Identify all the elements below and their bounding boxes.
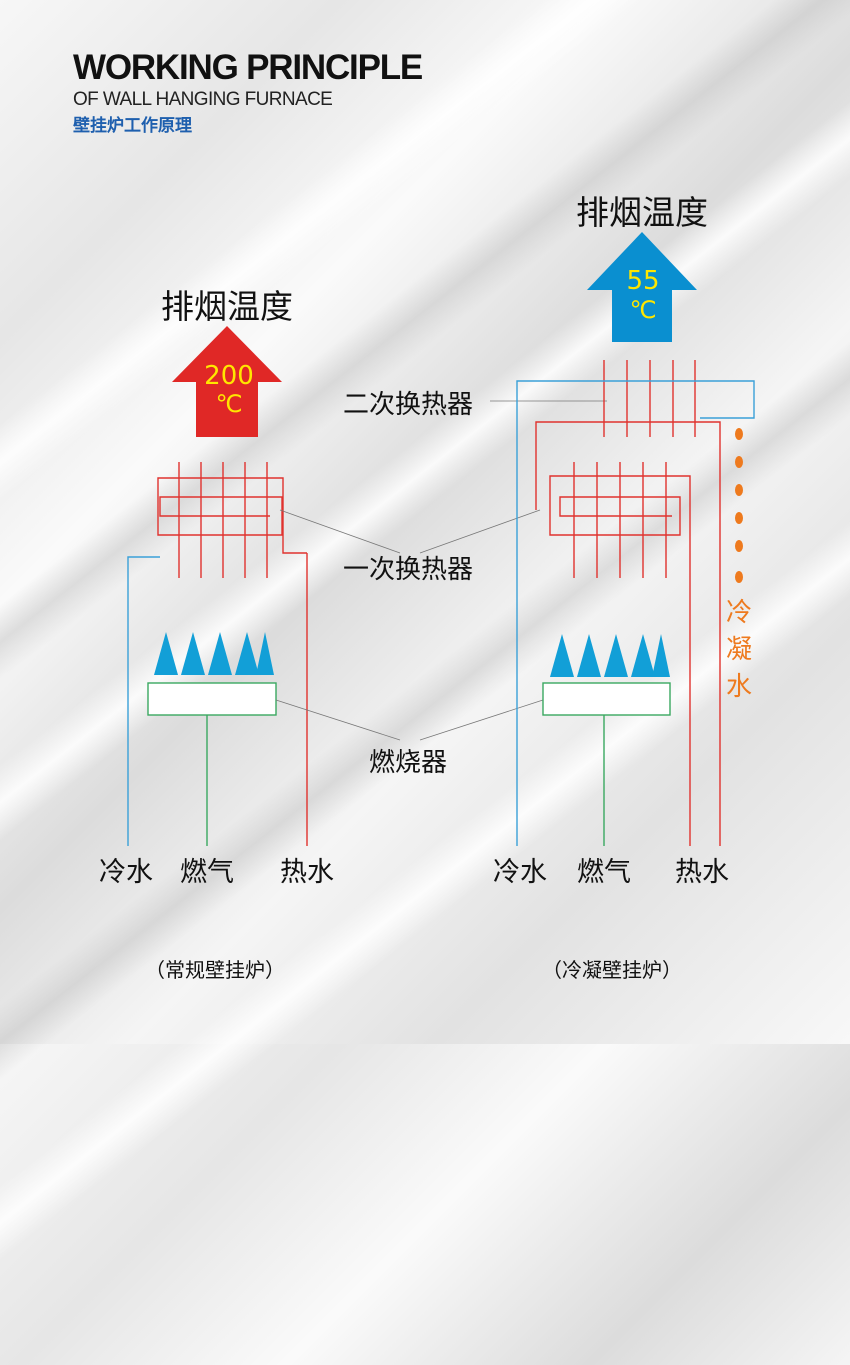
- flame-icon: [652, 634, 670, 677]
- flame-icon: [235, 632, 259, 675]
- right-cold-water-label: 冷水: [493, 857, 547, 888]
- page-title-cn: 壁挂炉工作原理: [73, 116, 192, 136]
- left-burner: [147, 632, 277, 716]
- right-exhaust-label: 排烟温度: [576, 193, 708, 232]
- condensate-label-2: 凝: [726, 635, 752, 665]
- left-exhaust-arrow: [172, 326, 282, 437]
- right-burner: [542, 634, 671, 716]
- flame-icon: [550, 634, 574, 677]
- page-title: WORKING PRINCIPLE: [73, 48, 423, 87]
- flame-icon: [256, 632, 274, 675]
- page-subtitle: OF WALL HANGING FURNACE: [73, 89, 333, 110]
- right-exhaust-arrow: [587, 232, 697, 342]
- left-hot-water-label: 热水: [280, 857, 334, 888]
- primary-leader-line-right: [419, 509, 541, 554]
- right-temp-unit: ℃: [630, 296, 657, 324]
- left-cold-water-label: 冷水: [99, 857, 153, 888]
- flame-icon: [577, 634, 601, 677]
- right-primary-heat-exchanger: [535, 421, 721, 846]
- condensate-drops: [735, 428, 743, 583]
- burner-label: 燃烧器: [369, 748, 447, 778]
- right-cold-water-pipe: [516, 380, 755, 846]
- left-caption: （常规壁挂炉）: [145, 958, 285, 982]
- left-cold-water-pipe: [127, 556, 160, 846]
- burner-leader-line-right: [419, 699, 544, 741]
- flame-icon: [208, 632, 232, 675]
- condensate-label-3: 水: [726, 672, 752, 702]
- burner-box: [542, 682, 671, 716]
- secondary-exchanger-label: 二次换热器: [343, 390, 473, 420]
- left-temp-unit: ℃: [216, 390, 243, 418]
- primary-leader-line-left: [279, 509, 401, 554]
- right-hot-water-label: 热水: [675, 857, 729, 888]
- condensate-label-1: 冷: [726, 598, 752, 628]
- header: WORKING PRINCIPLE OF WALL HANGING FURNAC…: [73, 48, 423, 138]
- burner-box: [147, 682, 277, 716]
- right-temp-value: 55: [626, 266, 659, 296]
- boiler-diagram: 排烟温度 200 ℃ 冷水 燃气 热水 （常规壁挂炉） 二次换热器 一次换热器 …: [99, 193, 755, 982]
- left-gas-label: 燃气: [180, 857, 234, 888]
- flame-icon: [154, 632, 178, 675]
- left-temp-value: 200: [204, 361, 254, 391]
- right-caption: （冷凝壁挂炉）: [542, 958, 682, 982]
- primary-exchanger-label: 一次换热器: [343, 555, 473, 585]
- burner-leader-line-left: [275, 699, 401, 741]
- flame-icon: [631, 634, 655, 677]
- flame-icon: [181, 632, 205, 675]
- left-exhaust-label: 排烟温度: [161, 287, 293, 326]
- right-gas-label: 燃气: [577, 857, 631, 888]
- left-primary-heat-exchanger: [157, 462, 307, 578]
- right-secondary-heat-exchanger: [603, 360, 696, 437]
- flame-icon: [604, 634, 628, 677]
